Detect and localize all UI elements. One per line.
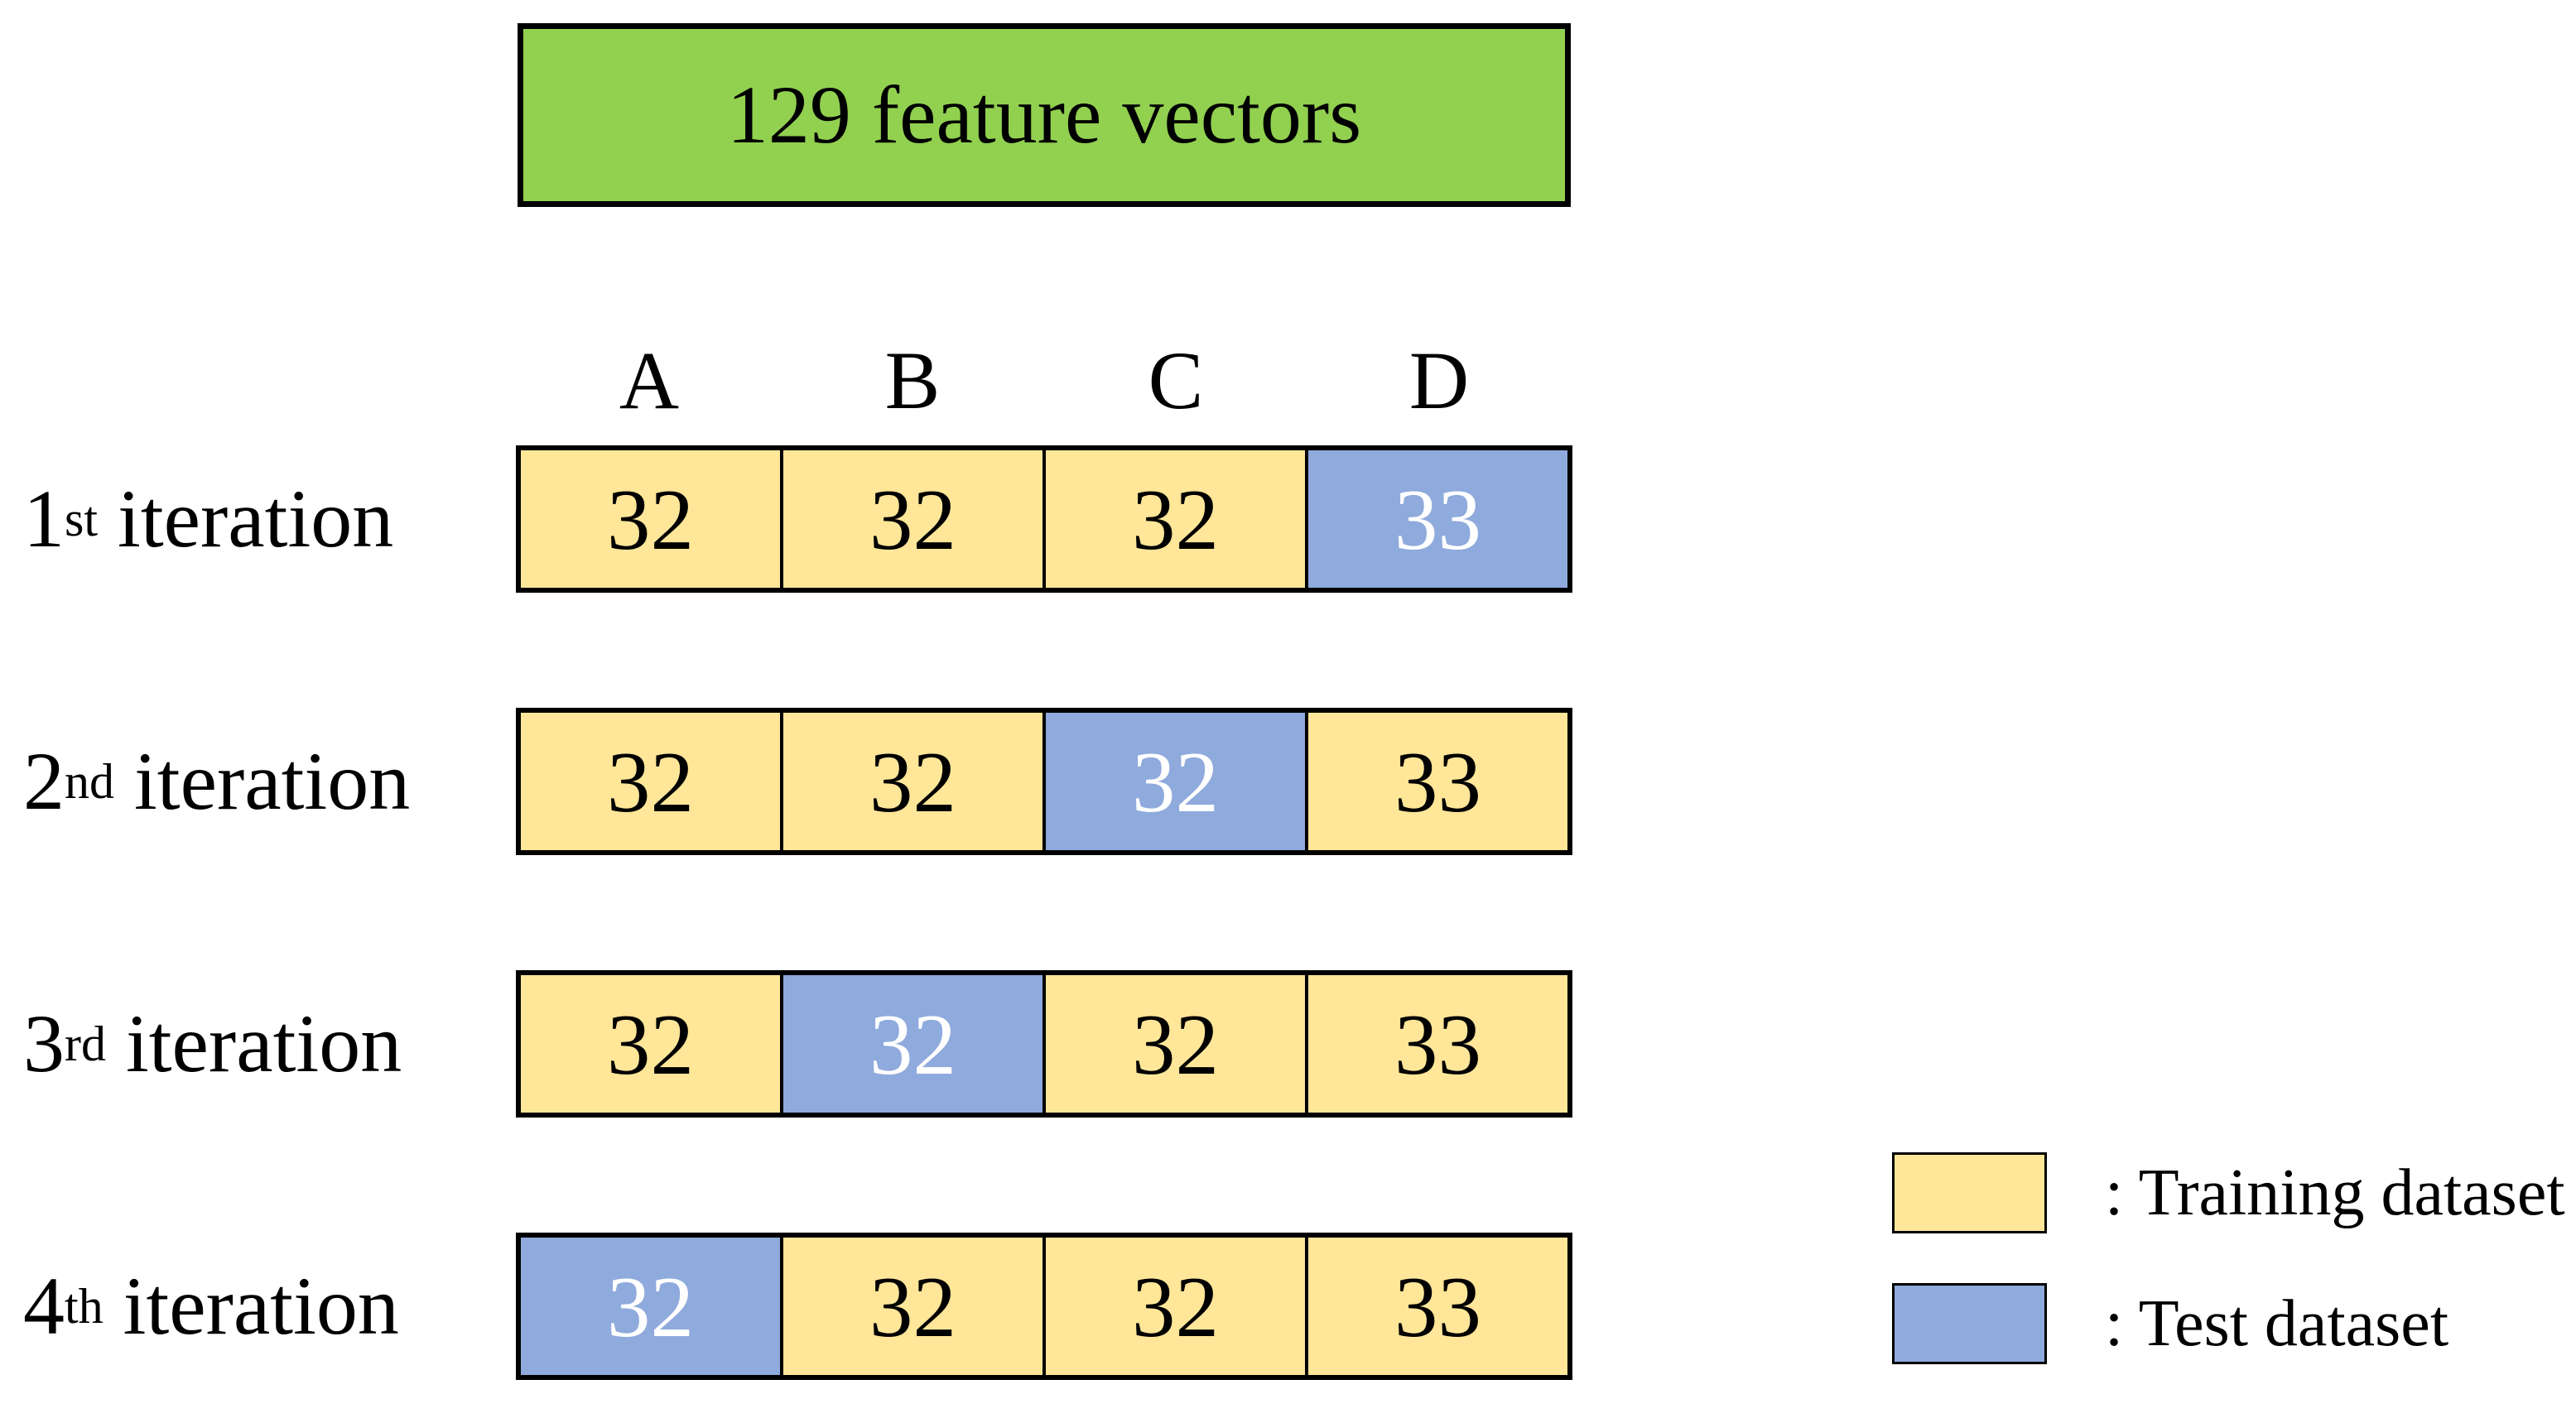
ordinal-number: 3 (23, 998, 65, 1089)
column-header-c: C (1148, 334, 1204, 426)
iteration-row-3: 32 32 32 33 (516, 970, 1572, 1118)
legend-training-swatch (1892, 1152, 2047, 1233)
legend-test-swatch (1892, 1283, 2047, 1364)
ordinal-number: 1 (23, 473, 65, 565)
fold-cell-d: 33 (1308, 975, 1567, 1113)
column-headers: A B C D (518, 328, 1571, 434)
fold-cell-a: 32 (521, 975, 783, 1113)
legend-test-label: : Test dataset (2105, 1287, 2449, 1360)
iteration-word: iteration (125, 998, 402, 1089)
fold-cell-c: 32 (1046, 713, 1308, 850)
fold-cell-a: 32 (521, 713, 783, 850)
iteration-word: iteration (123, 1260, 399, 1352)
fold-cell-b: 32 (783, 450, 1046, 588)
fold-cell-d: 33 (1308, 1238, 1567, 1375)
iteration-row-1: 32 32 32 33 (516, 445, 1572, 593)
fold-cell-b: 32 (783, 713, 1046, 850)
feature-vectors-box: 129 feature vectors (518, 23, 1571, 207)
fold-cell-d: 33 (1308, 450, 1567, 588)
ordinal-number: 4 (23, 1260, 65, 1352)
iteration-word: iteration (118, 473, 394, 565)
column-header-a: A (619, 334, 680, 426)
feature-vectors-label: 129 feature vectors (726, 69, 1362, 161)
iteration-word: iteration (134, 735, 411, 827)
fold-cell-c: 32 (1046, 975, 1308, 1113)
fold-cell-a: 32 (521, 1238, 783, 1375)
column-header-d: D (1408, 334, 1470, 426)
fold-cell-a: 32 (521, 450, 783, 588)
column-header-b: B (884, 334, 941, 426)
ordinal-number: 2 (23, 735, 65, 827)
fold-cell-b: 32 (783, 975, 1046, 1113)
iteration-row-2: 32 32 32 33 (516, 708, 1572, 855)
fold-cell-b: 32 (783, 1238, 1046, 1375)
fold-cell-c: 32 (1046, 450, 1308, 588)
fold-cell-c: 32 (1046, 1238, 1308, 1375)
iteration-row-4: 32 32 32 33 (516, 1233, 1572, 1380)
legend-training-label: : Training dataset (2105, 1156, 2565, 1229)
fold-cell-d: 33 (1308, 713, 1567, 850)
